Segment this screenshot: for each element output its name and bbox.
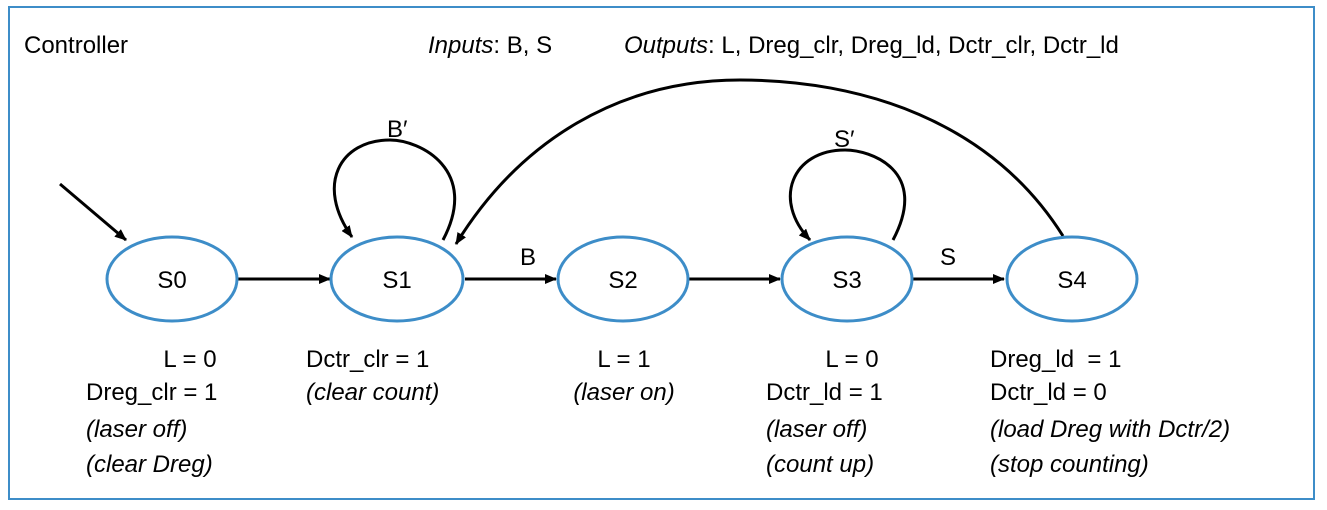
edge-label-b: B [520,244,536,271]
state-s2: S2 [556,235,690,323]
state-label-s0: S0 [157,267,186,294]
s3-comment-2: (count up) [766,451,874,478]
outputs-label: Outputs [624,32,708,59]
s2-action-1: L = 1 [597,346,650,373]
annotation-s1: Dctr_clr = 1 (clear count) [306,346,439,406]
s0-comment-2: (clear Dreg) [86,451,213,478]
s0-action-2: Dreg_clr = 1 [86,379,217,406]
diagram-frame [8,6,1315,500]
state-label-s1: S1 [382,267,411,294]
annotation-s4: Dreg_ld = 1 Dctr_ld = 0 (load Dreg with … [990,346,1230,478]
s3-action-1: L = 0 [825,346,878,373]
s4-action-2: Dctr_ld = 0 [990,379,1107,406]
edge-label-b-prime: B′ [387,116,408,143]
outputs-value: : L, Dreg_clr, Dreg_ld, Dctr_clr, Dctr_l… [708,32,1119,59]
edge-label-s-prime: S′ [834,126,855,153]
s4-action-1: Dreg_ld = 1 [990,346,1121,373]
outputs-legend: Outputs: L, Dreg_clr, Dreg_ld, Dctr_clr,… [624,32,1119,59]
s1-comment-1: (clear count) [306,379,439,406]
s0-comment-1: (laser off) [86,416,187,443]
state-s3: S3 [780,235,914,323]
state-label-s2: S2 [608,267,637,294]
state-s4: S4 [1005,235,1139,323]
self-loop-s3 [788,148,907,242]
inputs-value: : B, S [493,32,552,59]
self-loop-s1 [332,138,457,241]
annotation-s3: L = 0 Dctr_ld = 1 (laser off) (count up) [766,346,883,478]
inputs-label: Inputs [428,32,493,59]
s4-comment-1: (load Dreg with Dctr/2) [990,416,1230,443]
s4-comment-2: (stop counting) [990,451,1149,478]
s3-comment-1: (laser off) [766,416,867,443]
edge-s4-s1 [454,78,1065,245]
annotation-s2: L = 1 (laser on) [573,346,674,406]
state-label-s3: S3 [832,267,861,294]
annotation-s0: L = 0 Dreg_clr = 1 (laser off) (clear Dr… [86,346,217,478]
state-s0: S0 [105,235,239,323]
io-legend: Inputs: B, S [428,32,552,59]
s1-action-1: Dctr_clr = 1 [306,346,429,373]
s0-action-1: L = 0 [163,346,216,373]
diagram-title: Controller [24,32,128,59]
edge-label-s: S [940,244,956,271]
initial-state-arrow [59,182,127,242]
state-s1: S1 [329,235,465,323]
s3-action-2: Dctr_ld = 1 [766,379,883,406]
s2-comment-1: (laser on) [573,379,674,406]
state-label-s4: S4 [1057,267,1086,294]
